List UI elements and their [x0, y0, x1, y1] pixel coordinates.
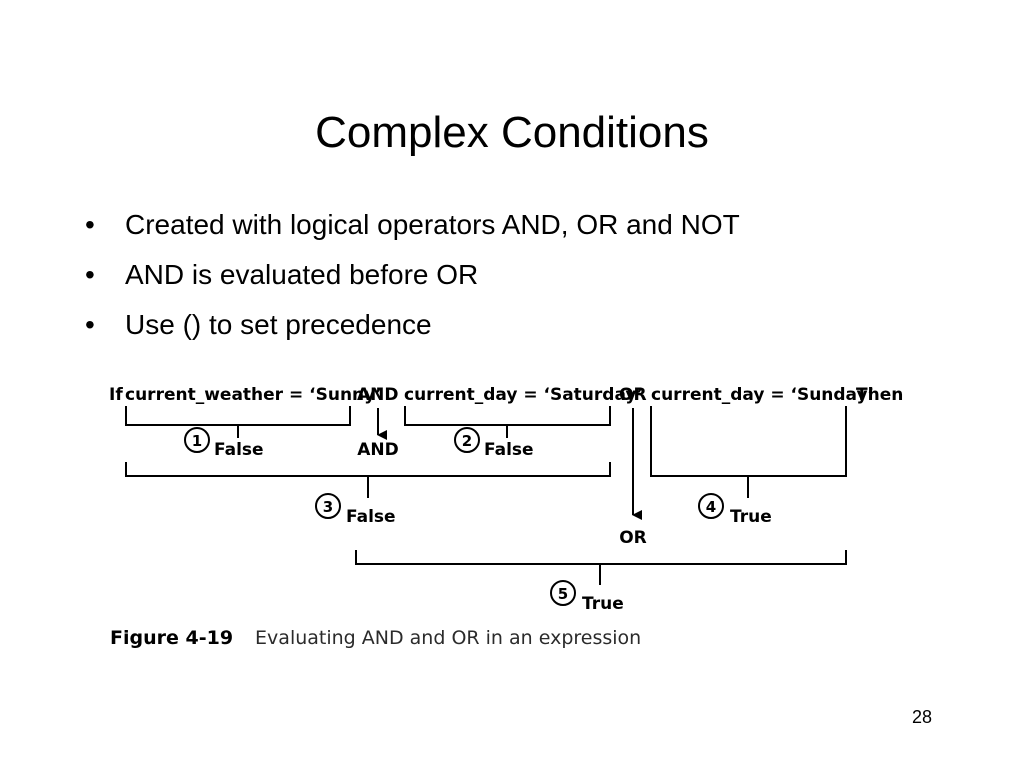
- bullet-item: • Use () to set precedence: [85, 300, 740, 350]
- if-keyword: If: [109, 385, 123, 405]
- bullet-marker: •: [85, 209, 95, 240]
- bullet-marker: •: [85, 309, 95, 340]
- bullet-item: • AND is evaluated before OR: [85, 250, 740, 300]
- bullet-item: • Created with logical operators AND, OR…: [85, 200, 740, 250]
- step-2: 2 False: [454, 427, 534, 460]
- step-number: 4: [706, 498, 716, 516]
- step-result: False: [214, 440, 264, 460]
- step-number-circle: [698, 493, 724, 519]
- step-number-circle: [315, 493, 341, 519]
- bullet-text: Created with logical operators AND, OR a…: [125, 209, 740, 240]
- diagram-canvas: If current_weather = ‘Sunny’ AND current…: [109, 385, 903, 614]
- slide-title: Complex Conditions: [315, 108, 709, 157]
- step-result: False: [346, 507, 396, 527]
- step-5: 5 True: [550, 580, 624, 614]
- or-label: OR: [619, 528, 647, 548]
- bullet-text: AND is evaluated before OR: [125, 259, 479, 290]
- bullet-text: Use () to set precedence: [125, 309, 432, 340]
- bracket-final: [355, 550, 847, 565]
- step-number: 2: [462, 432, 472, 450]
- condition-saturday: current_day = ‘Saturday’: [404, 385, 643, 405]
- step-result: False: [484, 440, 534, 460]
- bracket-and-result: [125, 462, 611, 477]
- page-number: 28: [912, 707, 933, 727]
- step-result: True: [730, 507, 772, 527]
- bullet-marker: •: [85, 259, 95, 290]
- step-number: 1: [192, 432, 202, 450]
- step-number: 3: [323, 498, 333, 516]
- or-operator-text: OR: [619, 385, 647, 405]
- bracket-condition-1: [125, 406, 351, 426]
- figure-caption: Figure 4-19 Evaluating AND and OR in an e…: [110, 627, 641, 649]
- and-operator-text: AND: [357, 385, 399, 405]
- bracket-condition-3: [650, 406, 847, 477]
- figure-caption-text: Evaluating AND and OR in an expression: [255, 627, 642, 649]
- step-3: 3 False: [315, 493, 396, 527]
- step-number-circle: [184, 427, 210, 453]
- and-label: AND: [357, 440, 399, 460]
- step-number-circle: [454, 427, 480, 453]
- step-1: 1 False: [184, 427, 264, 460]
- step-number: 5: [558, 585, 568, 603]
- condition-weather: current_weather = ‘Sunny’: [125, 385, 382, 405]
- figure-label: Figure 4-19: [110, 627, 234, 649]
- then-keyword: Then: [856, 385, 903, 405]
- step-4: 4 True: [698, 493, 772, 527]
- condition-sunday: current_day = ‘Sunday’: [651, 385, 874, 405]
- evaluation-diagram: If current_weather = ‘Sunny’ AND current…: [100, 370, 920, 670]
- bracket-condition-2: [404, 406, 611, 426]
- step-number-circle: [550, 580, 576, 606]
- step-result: True: [582, 594, 624, 614]
- bullet-list: • Created with logical operators AND, OR…: [85, 200, 740, 350]
